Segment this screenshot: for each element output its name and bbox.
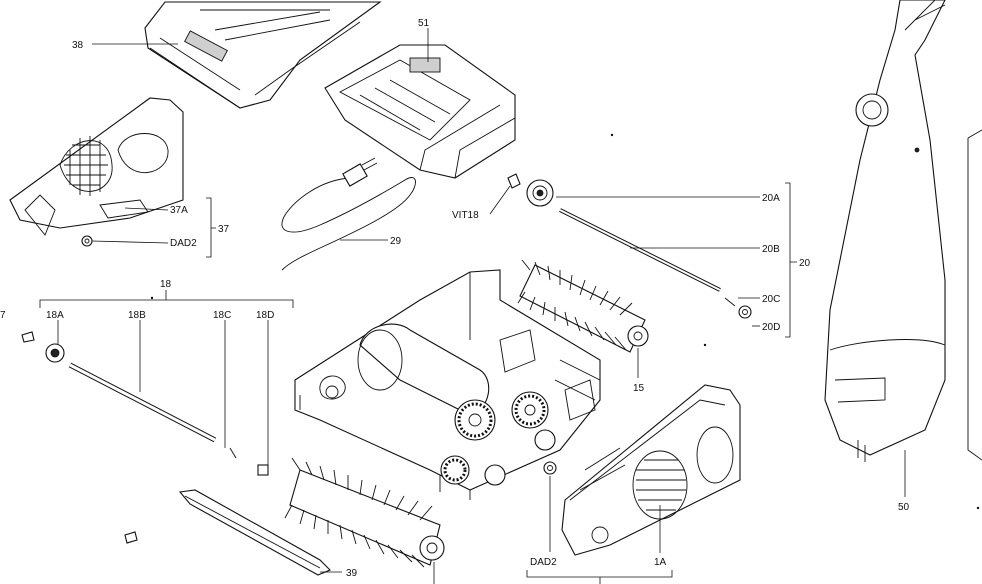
- label-7: 7: [0, 310, 6, 321]
- stray-dots: [150, 133, 980, 510]
- part-20b-shaft: [559, 208, 721, 292]
- part-38-top-cover: [144, 1, 382, 109]
- label-20: 20: [799, 258, 811, 269]
- callout-labels: 38 51 37A 37 DAD2 29 VIT18 20A 20B 20 20…: [0, 18, 910, 579]
- label-20d: 20D: [762, 322, 780, 333]
- label-15: 15: [633, 383, 645, 394]
- small-screw-bottom: [124, 531, 138, 544]
- dad2-bottom-nut: [543, 461, 557, 475]
- vit18-screw: [507, 173, 521, 189]
- label-50: 50: [898, 502, 910, 513]
- partial-part-right-edge: [967, 129, 982, 461]
- label-39: 39: [346, 568, 358, 579]
- part-18d-nut: [257, 464, 269, 476]
- label-18a: 18A: [46, 310, 64, 321]
- part-20a-bushing: [526, 179, 554, 207]
- bottom-brush-roll: [284, 457, 445, 568]
- label-dad2-bottom: DAD2: [530, 557, 557, 568]
- label-vit18: VIT18: [452, 210, 479, 221]
- motor-gear-chassis: [294, 269, 601, 500]
- part-18a-bushing: [45, 343, 65, 363]
- gear-set: [440, 379, 596, 486]
- label-20b: 20B: [762, 244, 780, 255]
- part-29-power-cord: [281, 157, 416, 271]
- label-18c: 18C: [213, 310, 231, 321]
- label-29: 29: [390, 236, 402, 247]
- part-7-screw: [21, 331, 35, 343]
- part-18c-pin: [229, 447, 237, 459]
- part-37-small-nut: [81, 235, 93, 247]
- part-20c-pin: [724, 297, 736, 307]
- leader-lines: [39, 28, 906, 584]
- label-1a: 1A: [654, 557, 667, 568]
- label-37a: 37A: [170, 205, 188, 216]
- label-38: 38: [72, 40, 84, 51]
- label-18d: 18D: [256, 310, 274, 321]
- part-20d-washer: [738, 305, 752, 319]
- part-51-housing: [324, 44, 516, 179]
- part-18b-shaft: [68, 362, 217, 443]
- part-39-bracket: [178, 489, 331, 576]
- label-20c: 20C: [762, 294, 780, 305]
- label-37: 37: [218, 224, 230, 235]
- part-1a-side-cover: [561, 384, 741, 556]
- label-20a: 20A: [762, 193, 780, 204]
- label-dad2-top: DAD2: [170, 238, 197, 249]
- label-18: 18: [160, 279, 172, 290]
- part-37-side-cover: [9, 97, 184, 236]
- part-50-handle: [824, 0, 946, 462]
- label-18b: 18B: [128, 310, 146, 321]
- label-51: 51: [418, 18, 430, 29]
- part-15-brush-roll: [517, 259, 649, 353]
